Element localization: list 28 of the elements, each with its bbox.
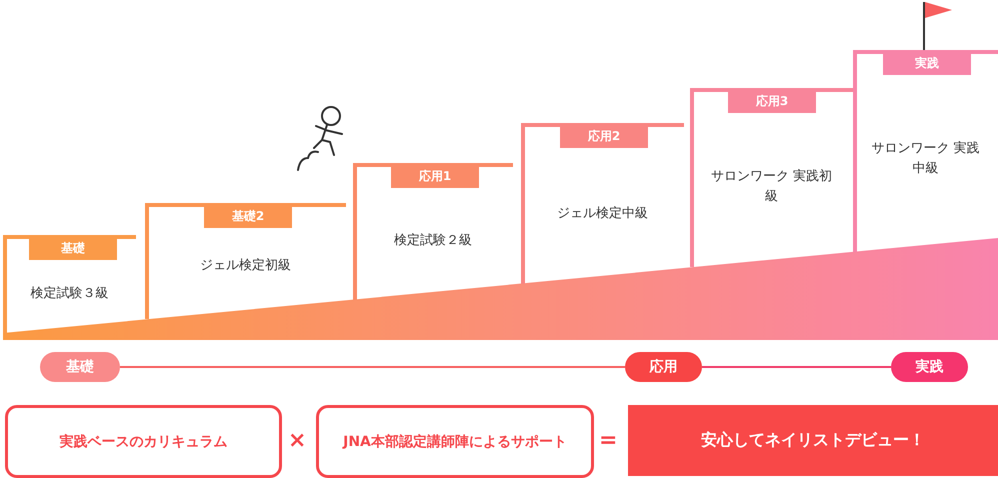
step-label: サロンワーク 実践中級 bbox=[870, 140, 981, 178]
feature-box: JNA本部認定講師陣によるサポート bbox=[316, 405, 594, 478]
times-sign: × bbox=[288, 428, 306, 453]
stage-pill: 基礎 bbox=[40, 352, 120, 382]
step-label: 検定試験２級 bbox=[393, 232, 473, 250]
feature-box: 実践ベースのカリキュラム bbox=[5, 405, 282, 478]
level-tag: 実践 bbox=[883, 52, 971, 75]
equals-sign: = bbox=[599, 428, 618, 453]
step-outline bbox=[853, 50, 998, 252]
level-tag: 基礎2 bbox=[204, 205, 292, 228]
step-outline bbox=[145, 203, 346, 319]
result-banner: 安心してネイリストデビュー！ bbox=[628, 405, 998, 476]
step-label: サロンワーク 実践初級 bbox=[710, 168, 834, 206]
level-tag: 応用3 bbox=[728, 90, 816, 113]
step-outline bbox=[3, 235, 136, 333]
level-tag: 応用1 bbox=[391, 165, 479, 188]
step-outline bbox=[690, 88, 853, 267]
stage-pill: 応用 bbox=[625, 352, 702, 382]
connector-line bbox=[702, 366, 891, 368]
step-label: ジェル検定中級 bbox=[556, 205, 649, 223]
step-label: ジェル検定初級 bbox=[199, 257, 292, 275]
level-tag: 応用2 bbox=[560, 125, 648, 148]
step-outline bbox=[521, 123, 684, 284]
level-tag: 基礎 bbox=[29, 237, 117, 260]
step-outline bbox=[353, 163, 513, 300]
step-label: 検定試験３級 bbox=[30, 285, 110, 303]
connector-line bbox=[120, 366, 625, 368]
stage-pill: 実践 bbox=[891, 352, 968, 382]
